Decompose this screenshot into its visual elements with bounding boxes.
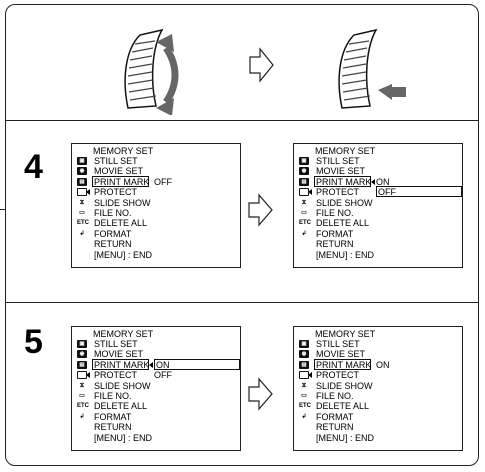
- menu-item-label: RETURN: [94, 422, 132, 432]
- slide-show-icon: ⧖: [299, 382, 309, 390]
- menu-screen-after: MEMORY SET▣STILL SET◉MOVIE SET▤PRINT MAR…: [293, 326, 463, 451]
- still-set-icon: ▣: [299, 340, 309, 348]
- menu-item-label: SLIDE SHOW: [94, 381, 151, 391]
- menu-item-label: RETURN: [316, 239, 354, 249]
- print-icon: ▤: [299, 361, 309, 369]
- menu-screen-before: MEMORY SET▣STILL SET◉MOVIE SET▤PRINT MAR…: [71, 143, 241, 268]
- protect-icon: [77, 371, 87, 379]
- print-icon: ▤: [77, 361, 87, 369]
- next-arrow-icon: [250, 49, 273, 81]
- menu-item-label: FILE NO.: [94, 208, 132, 218]
- slide-show-icon: ⧖: [299, 199, 309, 207]
- menu-title: MEMORY SET: [315, 146, 375, 156]
- etc-icon: ETC: [77, 402, 87, 410]
- step-number: 5: [24, 325, 43, 359]
- next-arrow-icon: [248, 377, 274, 411]
- menu-item-label: PROTECT: [94, 187, 137, 197]
- menu-item-label: FORMAT: [316, 229, 353, 239]
- menu-item-label: PRINT MARK: [316, 360, 371, 370]
- movie-set-icon: ◉: [299, 167, 309, 175]
- menu-item-label: SLIDE SHOW: [316, 381, 373, 391]
- dial-illustration: [100, 20, 430, 115]
- setting-option: OFF: [154, 370, 172, 380]
- menu-screen-before: MEMORY SET▣STILL SET◉MOVIE SET▤PRINT MAR…: [71, 326, 241, 451]
- print-icon: ▤: [299, 178, 309, 186]
- menu-item-label: PROTECT: [316, 187, 359, 197]
- file-icon: ▭: [299, 209, 309, 217]
- dial-press-icon: [339, 30, 406, 108]
- menu-item-label: PROTECT: [316, 370, 359, 380]
- menu-item-label: DELETE ALL: [316, 401, 369, 411]
- protect-icon: [299, 371, 309, 379]
- return-icon: ↲: [299, 230, 309, 238]
- menu-item-label: FORMAT: [94, 412, 131, 422]
- setting-option: OFF: [376, 186, 462, 197]
- file-icon: ▭: [77, 209, 87, 217]
- menu-item-label: STILL SET: [316, 156, 360, 166]
- menu-item-label: FILE NO.: [316, 391, 354, 401]
- menu-item-label: FILE NO.: [94, 391, 132, 401]
- menu-item-label: PROTECT: [94, 370, 137, 380]
- menu-item-label: STILL SET: [316, 339, 360, 349]
- menu-item-label: DELETE ALL: [94, 218, 147, 228]
- setting-option: ON: [154, 359, 240, 370]
- menu-title: MEMORY SET: [315, 329, 375, 339]
- menu-item-label: DELETE ALL: [316, 218, 369, 228]
- menu-footer: [MENU] : END: [94, 433, 152, 443]
- menu-item-label: STILL SET: [94, 156, 138, 166]
- still-set-icon: ▣: [77, 340, 87, 348]
- menu-title: MEMORY SET: [93, 329, 153, 339]
- menu-item-label: FORMAT: [316, 412, 353, 422]
- still-set-icon: ▣: [299, 157, 309, 165]
- menu-screen-after: MEMORY SET▣STILL SET◉MOVIE SET▤PRINT MAR…: [293, 143, 463, 268]
- menu-footer: [MENU] : END: [316, 433, 374, 443]
- still-set-icon: ▣: [77, 157, 87, 165]
- menu-item-label: RETURN: [94, 239, 132, 249]
- return-icon: ↲: [77, 413, 87, 421]
- menu-footer: [MENU] : END: [94, 250, 152, 260]
- movie-set-icon: ◉: [77, 350, 87, 358]
- section-divider: [5, 302, 479, 303]
- page-edge-line: [0, 209, 6, 210]
- menu-item-label: DELETE ALL: [94, 401, 147, 411]
- menu-footer: [MENU] : END: [316, 250, 374, 260]
- menu-item-label: PRINT MARK: [94, 177, 149, 187]
- return-icon: ↲: [77, 230, 87, 238]
- movie-set-icon: ◉: [77, 167, 87, 175]
- menu-title: MEMORY SET: [93, 146, 153, 156]
- menu-item-label: STILL SET: [94, 339, 138, 349]
- etc-icon: ETC: [77, 219, 87, 227]
- menu-item-label: RETURN: [316, 422, 354, 432]
- protect-icon: [77, 188, 87, 196]
- menu-item-label: SLIDE SHOW: [316, 198, 373, 208]
- menu-item-label: PRINT MARK: [316, 177, 371, 187]
- etc-icon: ETC: [299, 402, 309, 410]
- file-icon: ▭: [77, 392, 87, 400]
- file-icon: ▭: [299, 392, 309, 400]
- print-icon: ▤: [77, 178, 87, 186]
- menu-item-label: SLIDE SHOW: [94, 198, 151, 208]
- step-number: 4: [24, 150, 43, 184]
- protect-icon: [299, 188, 309, 196]
- menu-item-label: FORMAT: [94, 229, 131, 239]
- section-divider: [5, 120, 479, 121]
- menu-item-label: FILE NO.: [316, 208, 354, 218]
- return-icon: ↲: [299, 413, 309, 421]
- slide-show-icon: ⧖: [77, 382, 87, 390]
- setting-value: ON: [376, 360, 390, 370]
- slide-show-icon: ⧖: [77, 199, 87, 207]
- next-arrow-icon: [248, 193, 274, 227]
- menu-item-label: PRINT MARK: [94, 360, 149, 370]
- dial-turn-icon: [125, 30, 175, 115]
- setting-value: OFF: [154, 177, 172, 187]
- movie-set-icon: ◉: [299, 350, 309, 358]
- etc-icon: ETC: [299, 219, 309, 227]
